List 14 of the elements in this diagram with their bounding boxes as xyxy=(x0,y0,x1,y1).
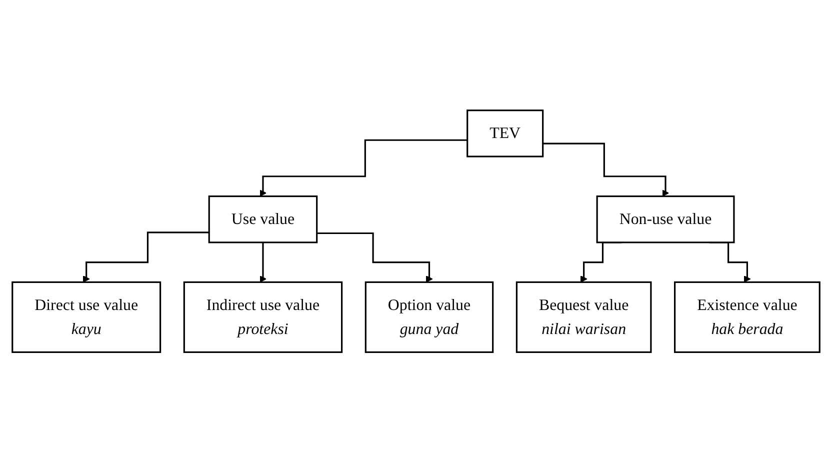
arrow xyxy=(259,139,468,196)
node-box xyxy=(208,195,318,243)
arrow xyxy=(316,232,433,282)
node-box xyxy=(364,281,494,353)
node-box xyxy=(466,109,544,158)
arrow xyxy=(82,231,210,282)
node-box xyxy=(516,281,652,353)
diagram: TEV Use value Non-use value Direct use value kayu Indirect use value proteksi Option value guna yad Bequest value nilai warisan Existence value hak berada xyxy=(6,104,826,358)
node-box xyxy=(12,281,162,353)
node-box xyxy=(596,195,735,243)
arrow xyxy=(259,241,266,282)
node-box xyxy=(674,281,820,353)
node-box xyxy=(183,281,343,353)
arrow xyxy=(542,142,670,196)
